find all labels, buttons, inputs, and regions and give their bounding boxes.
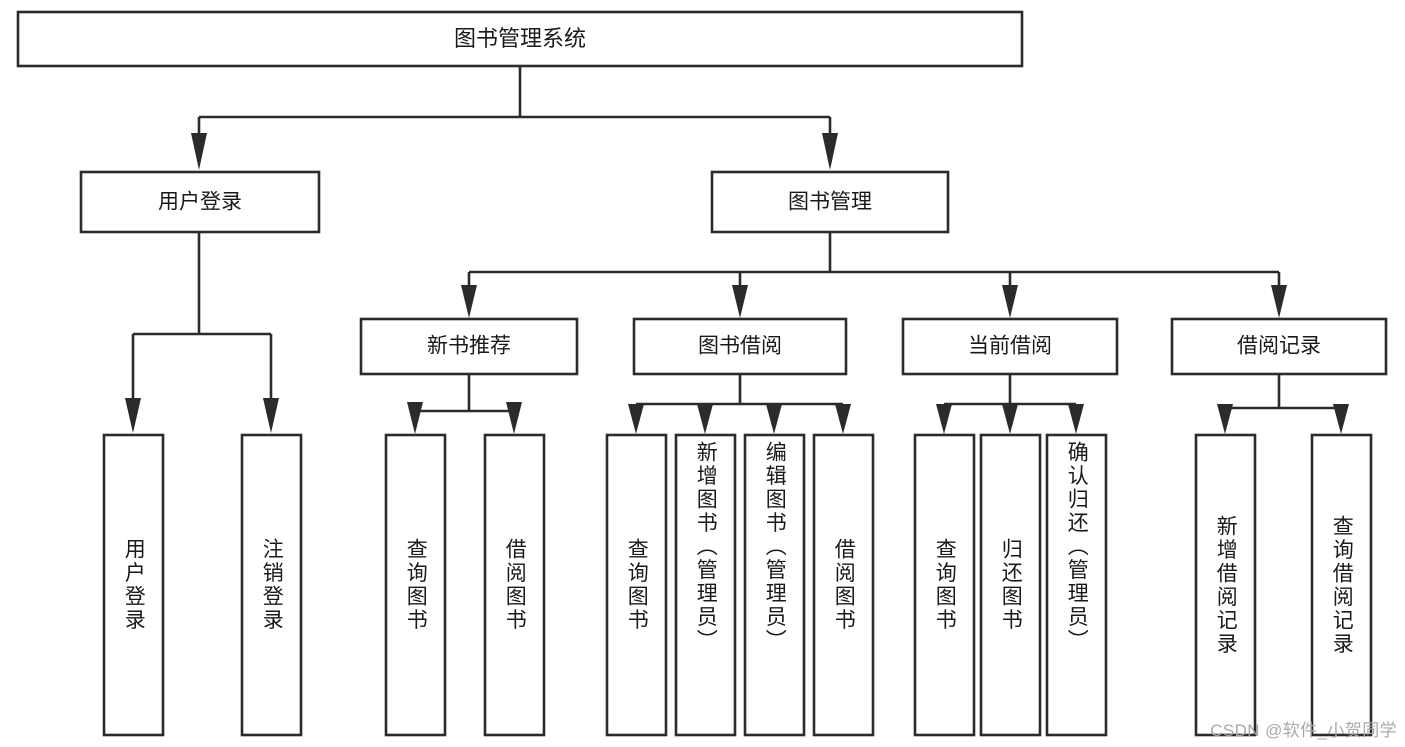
leaf-borrow-book-recommend[interactable] bbox=[483, 433, 546, 737]
arrow-to-leaf-borrow-book-1 bbox=[506, 402, 522, 434]
arrow-to-leaf-add-book bbox=[697, 404, 713, 434]
node-book-management[interactable] bbox=[710, 170, 950, 234]
arrow-to-leaf-user-login bbox=[125, 398, 141, 433]
leaf-add-borrow-record[interactable] bbox=[1194, 433, 1257, 737]
arrow-to-borrow-record bbox=[1271, 285, 1287, 318]
leaf-user-login[interactable] bbox=[102, 433, 165, 737]
node-current-borrow-label: 当前借阅 bbox=[968, 335, 1052, 358]
arrow-to-leaf-query-book-3 bbox=[936, 404, 952, 434]
leaf-edit-book-admin[interactable] bbox=[743, 433, 806, 737]
node-new-book-recommend-label: 新书推荐 bbox=[427, 335, 511, 358]
csdn-watermark: CSDN @软件_小贺同学 bbox=[1210, 721, 1397, 740]
arrow-to-new-book-recommend bbox=[461, 285, 477, 318]
arrow-to-leaf-edit-book bbox=[766, 404, 782, 434]
arrow-to-leaf-return-book bbox=[1002, 404, 1018, 434]
arrow-to-book-management bbox=[822, 133, 838, 170]
arrow-to-leaf-add-record bbox=[1217, 404, 1233, 434]
node-new-book-recommend[interactable] bbox=[359, 317, 579, 376]
leaf-borrow-book[interactable] bbox=[812, 433, 875, 737]
node-user-login-label: 用户登录 bbox=[158, 191, 242, 214]
arrow-to-book-borrow bbox=[732, 285, 748, 318]
arrow-to-leaf-query-book-2 bbox=[628, 404, 644, 434]
node-root-book-management-system[interactable] bbox=[16, 10, 1024, 68]
leaf-return-book[interactable] bbox=[979, 433, 1042, 737]
leaf-logout-login[interactable] bbox=[240, 433, 303, 737]
leaf-add-book-admin[interactable] bbox=[674, 433, 737, 737]
node-borrow-record[interactable] bbox=[1170, 317, 1388, 376]
node-layer: 图书管理系统 用户登录 图书管理 新书推荐 图书借阅 当前借阅 借阅记录 bbox=[16, 10, 1388, 737]
arrow-to-leaf-borrow-book-2 bbox=[835, 404, 851, 434]
leaf-query-book-recommend[interactable] bbox=[384, 433, 447, 737]
arrow-to-leaf-confirm-return bbox=[1068, 404, 1084, 434]
node-borrow-record-label: 借阅记录 bbox=[1237, 335, 1321, 358]
arrow-to-leaf-logout bbox=[263, 398, 279, 433]
arrow-to-user-login bbox=[191, 133, 207, 170]
leaf-confirm-return-admin[interactable] bbox=[1045, 433, 1108, 737]
node-book-borrow-label: 图书借阅 bbox=[698, 335, 782, 358]
connector-layer bbox=[125, 66, 1349, 434]
node-root-label: 图书管理系统 bbox=[454, 26, 586, 51]
node-user-login[interactable] bbox=[79, 170, 321, 234]
arrow-to-current-borrow bbox=[1002, 285, 1018, 318]
leaf-query-borrow-record[interactable] bbox=[1310, 433, 1373, 737]
node-book-borrow[interactable] bbox=[632, 317, 848, 376]
arrow-to-leaf-query-record bbox=[1333, 404, 1349, 434]
leaf-query-book-borrow[interactable] bbox=[605, 433, 668, 737]
leaf-query-book-current[interactable] bbox=[913, 433, 976, 737]
node-current-borrow[interactable] bbox=[901, 317, 1119, 376]
arrow-to-leaf-query-book-1 bbox=[407, 402, 423, 434]
node-book-management-label: 图书管理 bbox=[788, 191, 872, 214]
